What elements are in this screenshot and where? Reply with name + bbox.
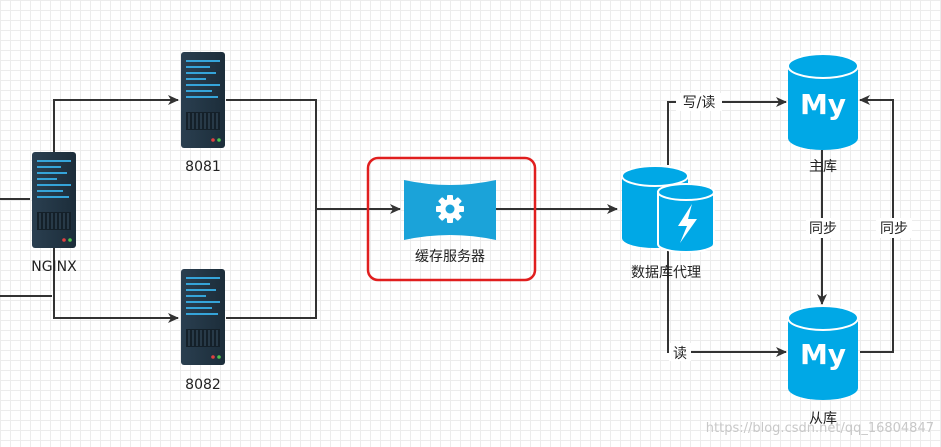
- mysql-logo-text: My: [800, 88, 846, 121]
- edge-label-write-read: 写/读: [683, 94, 716, 111]
- mysql-logo-text: My: [800, 338, 846, 371]
- nginx-node[interactable]: NGINX: [31, 152, 77, 275]
- cache-server-label: 缓存服务器: [415, 249, 485, 265]
- server-8081-node[interactable]: 8081: [181, 52, 225, 175]
- edge-nginx-8082: [53, 248, 179, 323]
- server-8081-label: 8081: [185, 159, 221, 175]
- nginx-label: NGINX: [31, 259, 77, 275]
- edge-proxy-slave: [667, 250, 787, 357]
- edge-nginx-8081: [53, 95, 179, 152]
- slave-db-node[interactable]: My 从库: [787, 305, 859, 427]
- server-rack-icon: [181, 52, 225, 148]
- mysql-db-icon: [787, 305, 859, 400]
- server-8082-label: 8082: [185, 377, 221, 393]
- edge-label-read: 读: [673, 345, 687, 362]
- edge-8082-merge: [226, 209, 317, 319]
- edge-proxy-master: [667, 97, 787, 165]
- master-db-node[interactable]: My 主库: [787, 53, 859, 175]
- db-proxy-node[interactable]: 数据库代理: [621, 165, 715, 281]
- watermark: https://blog.csdn.net/qq_16804847: [706, 421, 934, 436]
- lightning-icon: [678, 204, 697, 243]
- mysql-db-icon: [787, 53, 859, 150]
- gear-icon: [436, 195, 464, 223]
- cache-server-node[interactable]: 缓存服务器: [366, 156, 537, 282]
- db-proxy-label: 数据库代理: [631, 265, 701, 281]
- server-rack-icon: [181, 269, 225, 365]
- server-8082-node[interactable]: 8082: [181, 269, 225, 393]
- edge-label-sync-left: 同步: [809, 221, 837, 237]
- edge-8081-merge: [226, 99, 317, 209]
- server-rack-icon: [32, 152, 76, 248]
- highlight-box: [366, 156, 537, 282]
- slave-db-label: 从库: [809, 411, 837, 427]
- master-db-label: 主库: [809, 159, 837, 175]
- edge-label-sync-right: 同步: [880, 221, 908, 237]
- connectors: [0, 95, 894, 357]
